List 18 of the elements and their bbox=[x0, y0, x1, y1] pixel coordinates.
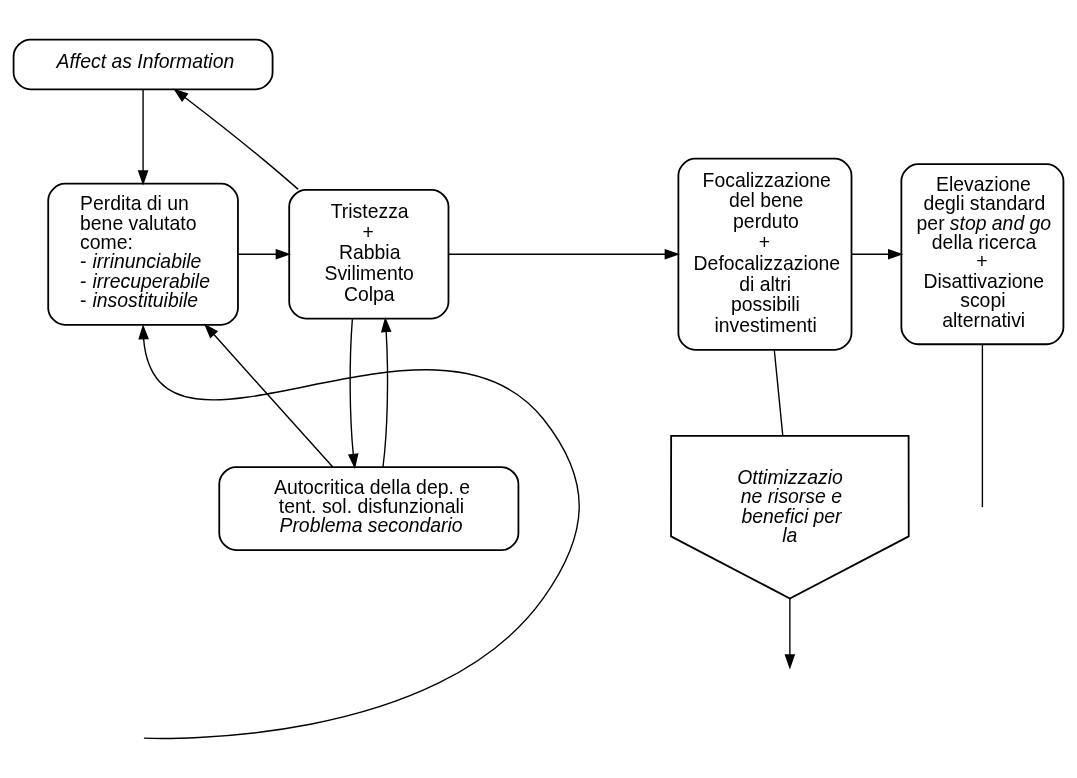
connector bbox=[773, 348, 784, 437]
arrow bbox=[137, 88, 149, 186]
arrow bbox=[850, 248, 904, 260]
node-box: Elevazione degli standard per stop and go della ricerca + Disattivazione scopi alternativi bbox=[900, 162, 1065, 345]
arrow bbox=[447, 248, 680, 260]
arrow bbox=[784, 597, 796, 669]
node-box: Focalizzazione del bene perduto + Defocalizzazione di altri possibili investimenti bbox=[677, 157, 853, 351]
node-box: Tristezza + Rabbia Svilimento Colpa bbox=[288, 188, 450, 319]
arrow bbox=[138, 323, 580, 739]
arrow bbox=[380, 316, 392, 468]
node-box: Affect as Information bbox=[12, 38, 274, 90]
node-box: Autocritica della dep. e tent. sol. disfunzionali Problema secondario bbox=[218, 465, 520, 551]
arrow bbox=[173, 88, 299, 190]
arrow bbox=[347, 317, 359, 469]
arrow bbox=[203, 322, 334, 468]
connector bbox=[981, 343, 984, 508]
arrow bbox=[237, 248, 291, 260]
node-box: Perdita di un bene valutato come: - irrinunciabile - irrecuperabile - insostituibile bbox=[47, 182, 239, 326]
